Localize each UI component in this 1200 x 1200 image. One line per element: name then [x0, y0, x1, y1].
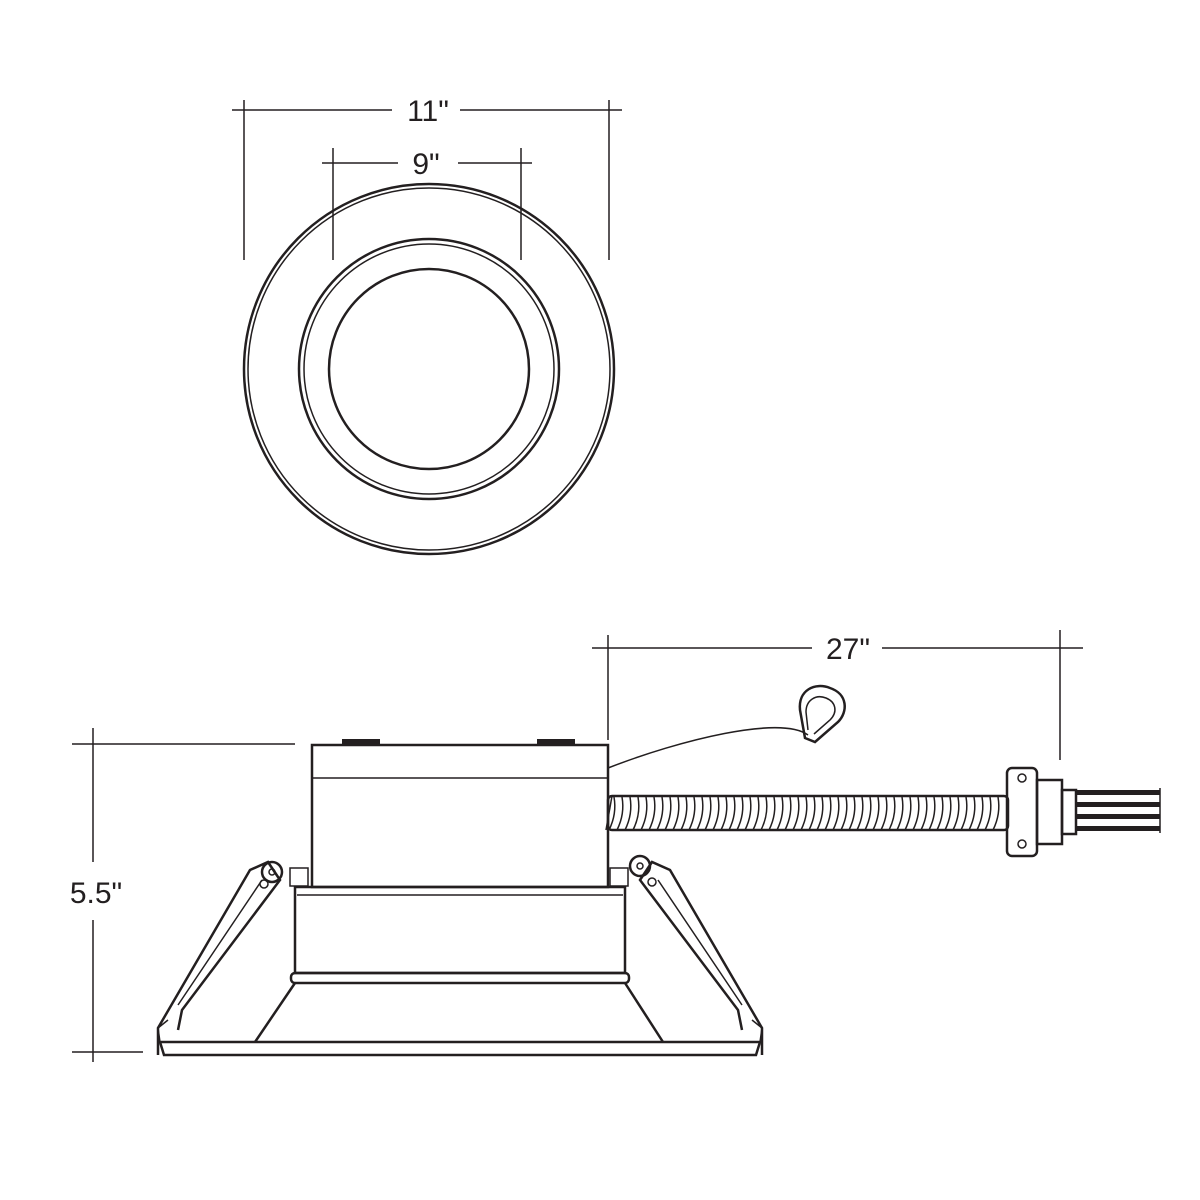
lead-wires — [1076, 788, 1161, 833]
conduit-coil-ridge — [720, 796, 728, 831]
conduit-coil-ridge — [712, 796, 720, 831]
conduit-coil-ridge — [664, 796, 672, 831]
conduit-coil-ridge — [648, 796, 656, 831]
conduit-coil-ridge — [992, 796, 1000, 831]
conduit-coil-ridge — [920, 796, 928, 831]
conduit-coil-ridge — [760, 796, 768, 831]
side-view — [156, 684, 1161, 1057]
carabiner-icon — [798, 684, 846, 744]
conduit-coil-ridge — [640, 796, 648, 831]
top-view — [242, 182, 616, 556]
spring-clip-left — [156, 860, 309, 1055]
dimension-cable-length: 27" — [592, 630, 1083, 760]
conduit-coil-ridge — [792, 796, 800, 831]
conduit-coil-ridge — [656, 796, 664, 831]
conduit-coil-ridge — [752, 796, 760, 831]
conduit-coil-ridge — [928, 796, 936, 831]
reflector-ring — [297, 237, 561, 501]
housing-clip-left — [342, 739, 380, 745]
conduit-coil-ridge — [688, 796, 696, 831]
conduit-coil-ridge — [968, 796, 976, 831]
conduit-coil-ridge — [816, 796, 824, 831]
conduit-coil-ridge — [776, 796, 784, 831]
conduit-coil-ridge — [672, 796, 680, 831]
conduit-coil-ridge — [824, 796, 832, 831]
conduit-coil-ridge — [864, 796, 872, 831]
reflector-cone — [253, 982, 665, 1043]
conduit-coil-ridge — [832, 796, 840, 831]
conduit-coil-ridge — [856, 796, 864, 831]
conduit-coil-ridge — [736, 796, 744, 831]
dimension-outer-diameter: 11" — [232, 95, 622, 260]
conduit-coil-ridge — [904, 796, 912, 831]
conduit-coil-ridge — [944, 796, 952, 831]
conduit-coil-ridge — [848, 796, 856, 831]
conduit-coil-ridge — [888, 796, 896, 831]
inner-diameter-label: 9" — [412, 148, 439, 181]
conduit-coil-ridge — [808, 796, 816, 831]
conduit-connector — [1005, 766, 1078, 858]
dimension-inner-diameter: 9" — [322, 148, 532, 260]
conduit-coil-ridge — [744, 796, 752, 831]
conduit-coil-ridge — [840, 796, 848, 831]
conduit-coil-ridge — [800, 796, 808, 831]
conduit-coil-ridge — [960, 796, 968, 831]
conduit-coil-ridge — [624, 796, 632, 831]
outer-trim-circle — [242, 182, 616, 556]
conduit-coil-ridge — [952, 796, 960, 831]
reflector-ring-inner — [303, 243, 555, 495]
height-label: 5.5" — [70, 877, 122, 910]
conduit-coil-ridge — [872, 796, 880, 831]
cable-length-label: 27" — [826, 633, 870, 666]
housing-clip-right — [537, 739, 575, 745]
conduit-coil-ridge — [616, 796, 624, 831]
conduit-coil-ridge — [784, 796, 792, 831]
conduit-coil-ridge — [680, 796, 688, 831]
driver-housing — [310, 743, 610, 889]
conduit-coil-ridge — [632, 796, 640, 831]
dimension-height: 5.5" — [70, 728, 295, 1062]
conduit-coil-ridge — [976, 796, 984, 831]
conduit-coil-ridge — [896, 796, 904, 831]
conduit-coil-ridge — [936, 796, 944, 831]
outer-trim-inner-edge — [247, 187, 611, 551]
outer-diameter-label: 11" — [407, 95, 449, 128]
conduit-coils — [608, 796, 1000, 831]
conduit-coil-ridge — [728, 796, 736, 831]
conduit-coil-ridge — [912, 796, 920, 831]
spring-clip-right — [609, 854, 764, 1055]
conduit-coil-ridge — [984, 796, 992, 831]
trim-collar — [293, 885, 627, 975]
safety-cable — [607, 727, 809, 769]
conduit-coil-ridge — [608, 796, 616, 831]
conduit-coil-ridge — [704, 796, 712, 831]
conduit-coil-ridge — [880, 796, 888, 831]
lens-disk — [327, 267, 531, 471]
conduit-coil-ridge — [696, 796, 704, 831]
trim-bead — [289, 971, 631, 985]
conduit-coil-ridge — [768, 796, 776, 831]
trim-flange — [158, 1040, 762, 1057]
